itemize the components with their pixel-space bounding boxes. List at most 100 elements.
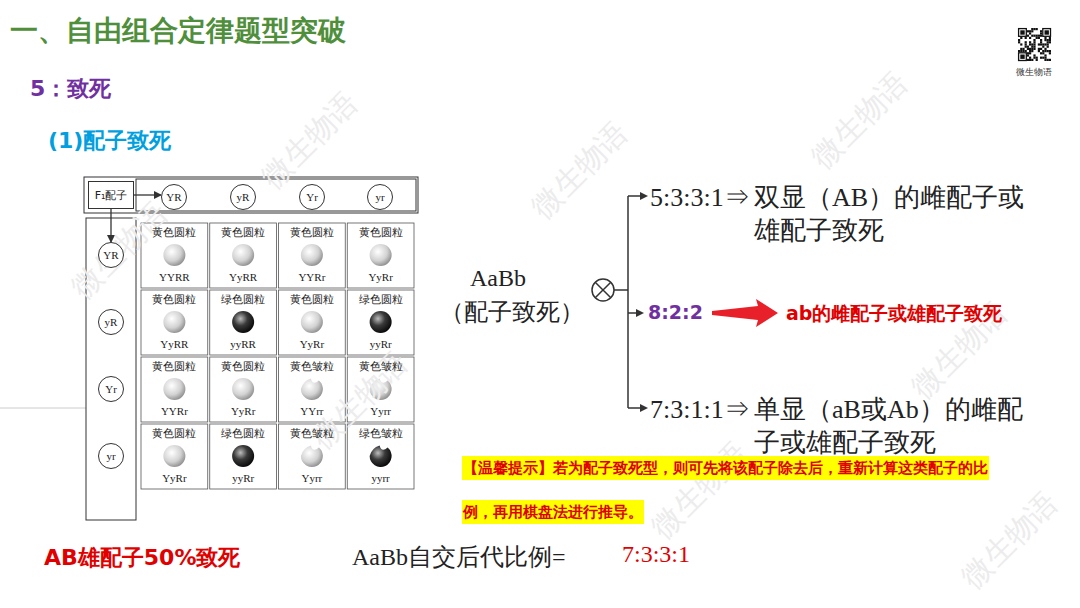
pea-round <box>232 378 254 400</box>
node-text: YR <box>103 249 118 261</box>
qr-module <box>1042 52 1044 54</box>
red-arrow <box>712 299 778 327</box>
qr-finder <box>1043 29 1051 37</box>
qr-module <box>1044 43 1046 45</box>
qr-module <box>1020 43 1022 45</box>
ratio: 7:3:1:1⇒ <box>650 394 750 427</box>
qr-module <box>1047 41 1049 43</box>
qr-module <box>1033 39 1035 41</box>
qr-module <box>1020 37 1022 39</box>
node-text: 【温馨提示】若为配子致死型，则可先将该配子除去后，重新计算这类配子的比例，再用棋… <box>462 456 989 524</box>
qr-module <box>1044 37 1046 39</box>
tip-box: 【温馨提示】若为配子致死型，则可先将该配子除去后，重新计算这类配子的比例，再用棋… <box>462 446 1014 534</box>
qr-module <box>1038 43 1040 45</box>
genotype-cell: YYRr <box>278 271 347 283</box>
bracket-heads <box>636 192 648 412</box>
gamete-header-box: F₁配子 <box>88 181 134 209</box>
qr-finder <box>1019 53 1027 61</box>
watermark: 微生物语 <box>803 64 917 178</box>
qr-module <box>1029 41 1031 43</box>
phenotype-cell: 绿色圆粒 <box>209 292 278 307</box>
qr-module <box>1020 50 1022 52</box>
punnett-grid <box>141 223 414 489</box>
qr-module <box>1036 28 1038 30</box>
qr-module <box>1027 52 1029 54</box>
node-text: yr <box>106 450 115 462</box>
ratio: 8:2:2 <box>648 301 703 323</box>
qr-module <box>1044 59 1046 61</box>
grid-cell <box>141 290 208 355</box>
genotype-cell: YyRR <box>140 338 209 350</box>
genotype-cell: yyRr <box>346 338 415 350</box>
qr-module <box>1047 46 1049 48</box>
grid-cell <box>347 424 414 489</box>
phenotype-cell: 绿色皱粒 <box>346 426 415 441</box>
qr-module <box>1033 43 1035 45</box>
qr-module <box>1033 41 1035 43</box>
qr-module <box>1022 50 1024 52</box>
genotype-cell: YyRr <box>278 338 347 350</box>
qr-module <box>1036 35 1038 37</box>
qr-module <box>1049 39 1051 41</box>
qr-module <box>1029 37 1031 39</box>
phenotype-cell: 黄色圆粒 <box>140 292 209 307</box>
qr-module <box>1027 35 1029 37</box>
gamete-circle: YR <box>161 184 187 210</box>
pea-round <box>163 244 185 266</box>
qr-module <box>1038 37 1040 39</box>
phenotype-cell: 绿色圆粒 <box>209 426 278 441</box>
pea-round <box>301 311 323 333</box>
gamete-circle: yR <box>230 184 256 210</box>
qr-module <box>1029 32 1031 34</box>
qr-module <box>1040 39 1042 41</box>
rule-line <box>0 408 86 409</box>
qr-module <box>1027 46 1029 48</box>
node-text: Yr <box>306 191 318 203</box>
genotype-cell: yyRr <box>209 472 278 484</box>
genotype-cell: YyRr <box>209 405 278 417</box>
pea-round <box>370 244 392 266</box>
genotype-cell: YyRr <box>140 472 209 484</box>
genotype-cell: yyrr <box>346 472 415 484</box>
gamete-circle: yr <box>367 184 393 210</box>
qr-module <box>1025 41 1027 43</box>
watermark: 微生物语 <box>253 84 367 198</box>
watermark: 微生物语 <box>953 484 1067 598</box>
watermark: 微生物语 <box>643 434 757 548</box>
grid-cell <box>210 357 277 422</box>
node-text: Yr <box>105 383 117 395</box>
grid-cell <box>347 223 414 288</box>
ratio-explanation: 单显（aB或Ab）的雌配子或雄配子致死 <box>754 394 1024 459</box>
gamete-circle: YR <box>98 242 124 268</box>
grid-cell <box>141 357 208 422</box>
qr-module <box>1025 43 1027 45</box>
qr-finder-core <box>1020 30 1024 34</box>
qr-module <box>1044 50 1046 52</box>
genotype-cell: Yyrr <box>278 472 347 484</box>
pea-round <box>163 311 185 333</box>
qr-module <box>1033 54 1035 56</box>
qr-module <box>1018 50 1020 52</box>
qr-module <box>1036 57 1038 59</box>
qr-module <box>1040 48 1042 50</box>
qr-module <box>1040 57 1042 59</box>
qr-module <box>1033 46 1035 48</box>
example-question: AaBb自交后代比例= <box>352 541 566 573</box>
phenotype-cell: 黄色皱粒 <box>278 359 347 374</box>
pea-wrinkled <box>301 379 323 400</box>
qr-module <box>1042 46 1044 48</box>
qr-finder-core <box>1045 30 1049 34</box>
pea-round <box>163 445 185 467</box>
example-answer: 7:3:3:1 <box>622 541 690 568</box>
qr-module <box>1044 48 1046 50</box>
qr-module <box>1044 57 1046 59</box>
qr-module <box>1042 43 1044 45</box>
qr-module <box>1031 48 1033 50</box>
grid-cell <box>347 290 414 355</box>
grid-cell <box>279 290 346 355</box>
pea-wrinkled <box>370 446 392 467</box>
phenotype-cell: 黄色圆粒 <box>140 359 209 374</box>
qr-module <box>1036 59 1038 61</box>
qr-module <box>1031 35 1033 37</box>
